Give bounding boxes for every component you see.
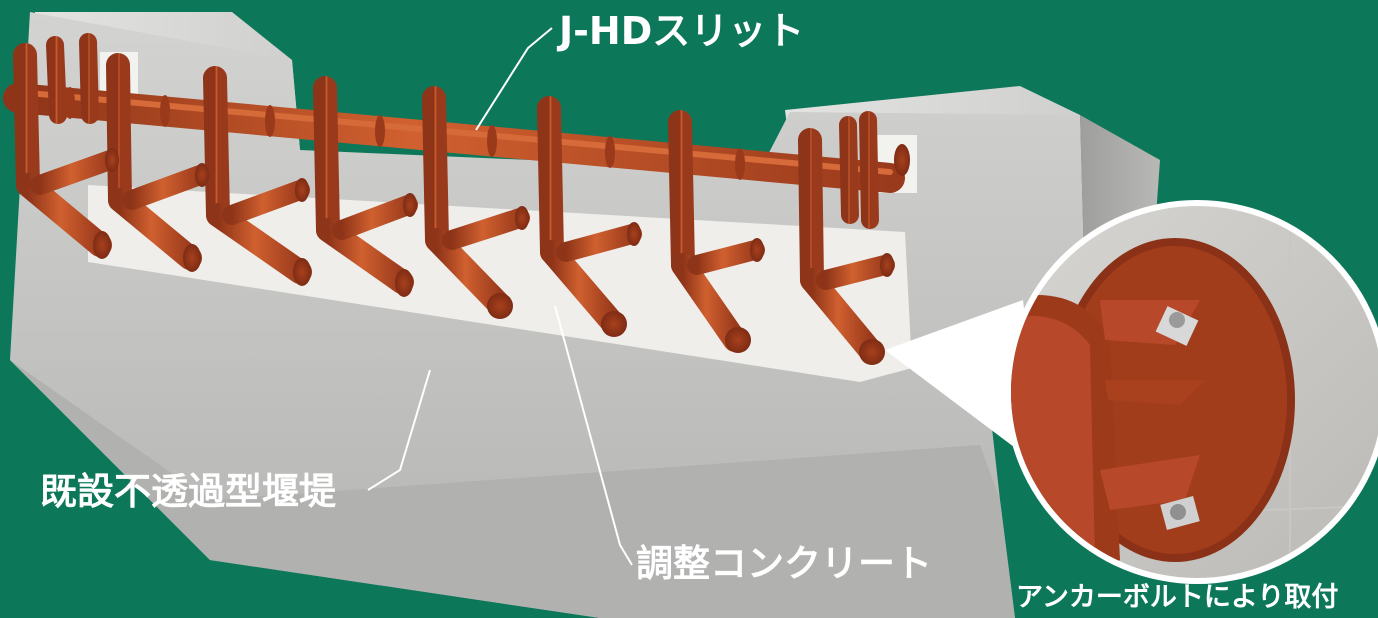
adjust-concrete-panel	[88, 185, 912, 382]
j-hd-slit-structure	[3, 33, 910, 365]
dam-label: 既設不透過型堰堤	[40, 470, 336, 513]
slit-unit-2	[106, 53, 210, 270]
slit-unit-1	[13, 43, 120, 257]
slit-unit-7	[668, 110, 765, 352]
slit-label: J-HDスリット	[559, 9, 805, 53]
anchor-detail-callout	[885, 200, 1378, 584]
slit-leader	[475, 27, 553, 131]
beam-joint-flanges	[65, 87, 745, 180]
slit-unit-3	[203, 66, 312, 284]
anchor-caption: アンカーボルトにより取付	[1016, 582, 1339, 613]
leader-lines	[367, 27, 633, 566]
dam-lower-face	[10, 360, 1015, 618]
slit-unit-8	[798, 128, 895, 362]
slit-unit-5	[422, 86, 530, 317]
dam-leader	[367, 369, 431, 491]
anchor-photo	[1011, 206, 1378, 578]
slit-unit-6	[537, 96, 642, 334]
concrete-leader	[554, 305, 633, 566]
callout-pointer	[885, 300, 1042, 468]
adjust-concrete-label: 調整コンクリート	[636, 542, 932, 585]
base-flanges	[93, 144, 910, 365]
slit-unit-4	[313, 76, 418, 294]
